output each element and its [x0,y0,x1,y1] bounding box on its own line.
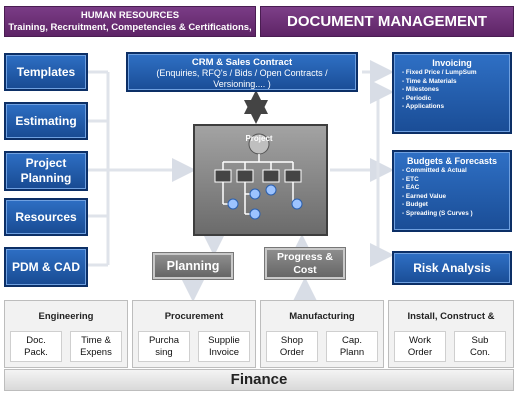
sub-label: Sub [471,335,489,346]
list-item: - Budget [402,201,428,208]
list-item: - Committed & Actual [402,167,467,174]
work-order-button[interactable]: Work Order [394,331,446,362]
sub-label: Invoice [208,346,240,358]
time-expenses-button[interactable]: Time & Expens [70,331,122,362]
sub-label: Work [409,335,431,346]
sub-label: Supplie [208,335,240,346]
crm-sales-contract-box[interactable]: CRM & Sales Contract (Enquiries, RFQ's /… [126,52,358,92]
list-item: - Earned Value [402,192,447,200]
sub-label: Order [407,346,433,358]
list-item: - Applications [402,103,445,110]
sub-label: sing [155,346,173,358]
list-item: - Fixed Price / LumpSum [402,69,477,76]
shop-order-button[interactable]: Shop Order [266,331,318,362]
group-title: Manufacturing [289,311,355,322]
capacity-planning-button[interactable]: Cap. Plann [326,331,378,362]
sub-label: Order [279,346,305,358]
sub-label: Cap. [341,335,363,346]
project-label: Project [245,134,273,143]
sub-label: Time & [81,335,111,346]
estimating-button[interactable]: Estimating [4,102,88,140]
hr-banner-subtitle: Training, Recruitment, Competencies & Ce… [8,22,252,45]
sub-label: Shop [280,335,304,346]
list-item: - Periodic [402,94,432,102]
risk-analysis-button[interactable]: Risk Analysis [392,251,512,285]
document-management-banner[interactable]: DOCUMENT MANAGEMENT [260,6,514,37]
sub-contract-button[interactable]: Sub Con. [454,331,506,362]
invoicing-list: - Fixed Price / LumpSum - Time & Materia… [394,69,510,112]
list-item: - ETC [402,175,419,183]
sub-label: Doc. [26,335,46,346]
progress-line-2: Cost [293,264,317,276]
project-planning-button[interactable]: Project Planning [4,151,88,191]
doc-pack-button[interactable]: Doc. Pack. [10,331,62,362]
list-item: - Time & Materials [402,77,457,85]
list-item: - Spreading (S Curves ) [402,209,473,217]
group-title: Procurement [164,311,224,322]
invoicing-box[interactable]: Invoicing - Fixed Price / LumpSum - Time… [392,52,512,134]
group-title: Engineering [38,311,94,322]
progress-cost-button[interactable]: Progress & Cost [264,247,346,280]
crm-line-2: Versioning.... ) [213,79,271,89]
crm-title: CRM & Sales Contract [191,57,293,68]
hr-banner-title: HUMAN RESOURCES [80,10,180,21]
list-item: - EAC [402,184,420,191]
sub-label: Pack. [24,346,48,358]
planning-button[interactable]: Planning [152,252,234,280]
budgets-title: Budgets & Forecasts [406,156,498,166]
templates-button[interactable]: Templates [4,53,88,91]
resources-button[interactable]: Resources [4,198,88,236]
sub-label: Con. [469,346,491,358]
hr-banner[interactable]: HUMAN RESOURCES Training, Recruitment, C… [4,6,256,45]
purchasing-button[interactable]: Purcha sing [138,331,190,362]
invoicing-title: Invoicing [432,58,472,68]
sub-label: Expens [80,346,112,358]
project-hierarchy-icon [214,133,303,220]
sub-label: Purcha [148,335,180,346]
budgets-forecasts-box[interactable]: Budgets & Forecasts - Committed & Actual… [392,150,512,232]
budgets-list: - Committed & Actual - ETC - EAC - Earne… [394,167,510,218]
crm-line-1: (Enquiries, RFQ's / Bids / Open Contract… [156,68,328,78]
supplier-invoice-button[interactable]: Supplie Invoice [198,331,250,362]
finance-bar[interactable]: Finance [4,369,514,391]
pdm-cad-button[interactable]: PDM & CAD [4,247,88,287]
progress-line-1: Progress & [276,251,334,263]
sub-label: Plann [339,346,365,358]
group-title: Install, Construct & [407,311,495,322]
list-item: - Milestones [402,86,439,93]
